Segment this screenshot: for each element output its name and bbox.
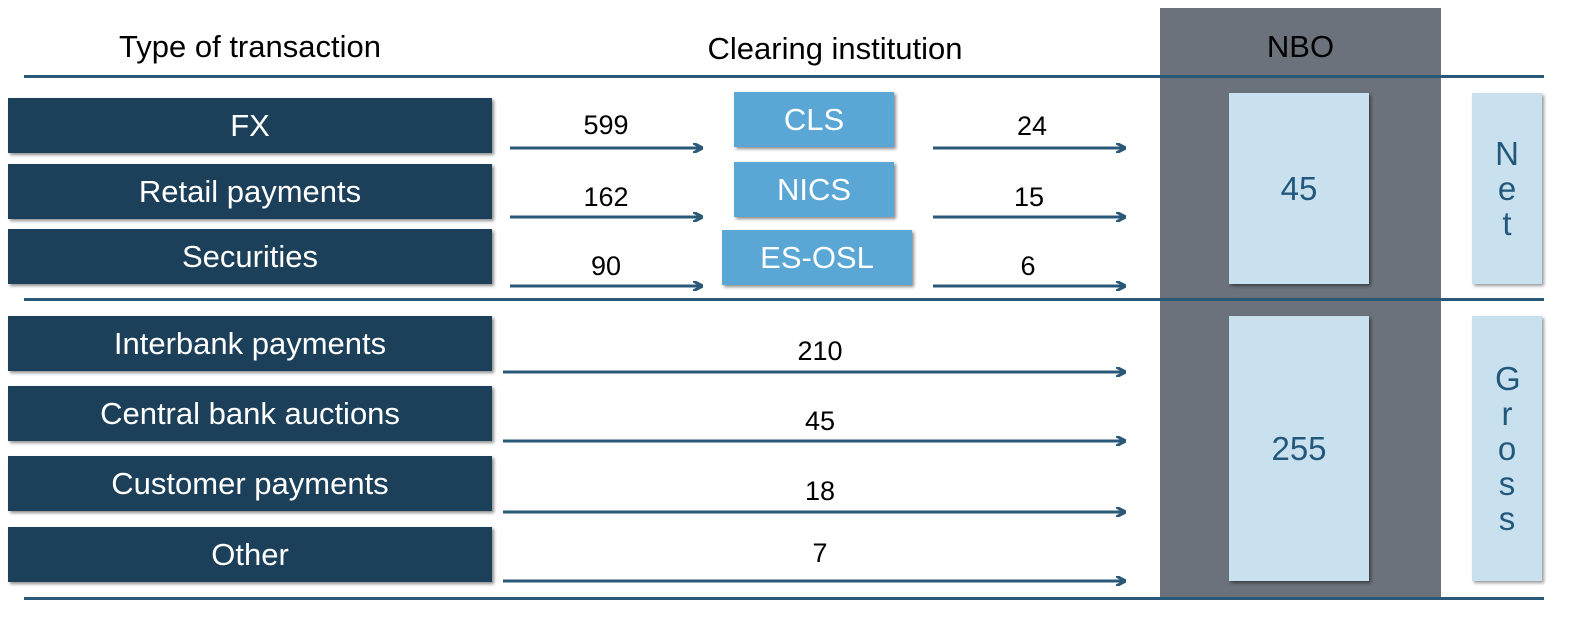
side-label-net: Net [1472, 93, 1542, 284]
rule-top [24, 75, 1544, 78]
type-box-retail-payments: Retail payments [8, 164, 492, 219]
clearing-box-cls: CLS [734, 92, 894, 147]
value-retail-to-nics: 162 [583, 182, 629, 212]
value-other-to-nbo: 7 [812, 538, 828, 568]
value-nics-to-nbo: 15 [1013, 182, 1045, 212]
rule-middle [24, 298, 1544, 301]
value-auctions-to-nbo: 45 [804, 406, 836, 436]
value-customer-to-nbo: 18 [804, 476, 836, 506]
clearing-box-nics: NICS [734, 162, 894, 217]
header-type-of-transaction: Type of transaction [119, 29, 381, 64]
type-box-other: Other [8, 527, 492, 582]
type-box-fx: FX [8, 98, 492, 153]
type-box-central-bank-auctions: Central bank auctions [8, 386, 492, 441]
clearing-box-es-osl: ES-OSL [722, 230, 912, 285]
value-fx-to-cls: 599 [583, 110, 629, 140]
value-interbank-to-nbo: 210 [797, 336, 843, 366]
value-cls-to-nbo: 24 [1016, 111, 1048, 141]
nbo-gross-total: 255 [1229, 316, 1369, 581]
side-label-net-text: Net [1495, 135, 1519, 242]
header-nbo: NBO [1266, 29, 1335, 64]
value-securities-to-es-osl: 90 [590, 251, 622, 281]
side-label-gross-text: Gross [1495, 360, 1521, 537]
type-box-securities: Securities [8, 229, 492, 284]
header-clearing-institution: Clearing institution [707, 31, 963, 66]
type-box-interbank-payments: Interbank payments [8, 316, 492, 371]
value-es-osl-to-nbo: 6 [1020, 251, 1036, 281]
nbo-net-total: 45 [1229, 93, 1369, 284]
rule-bottom [24, 597, 1544, 600]
side-label-gross: Gross [1472, 316, 1542, 581]
type-box-customer-payments: Customer payments [8, 456, 492, 511]
